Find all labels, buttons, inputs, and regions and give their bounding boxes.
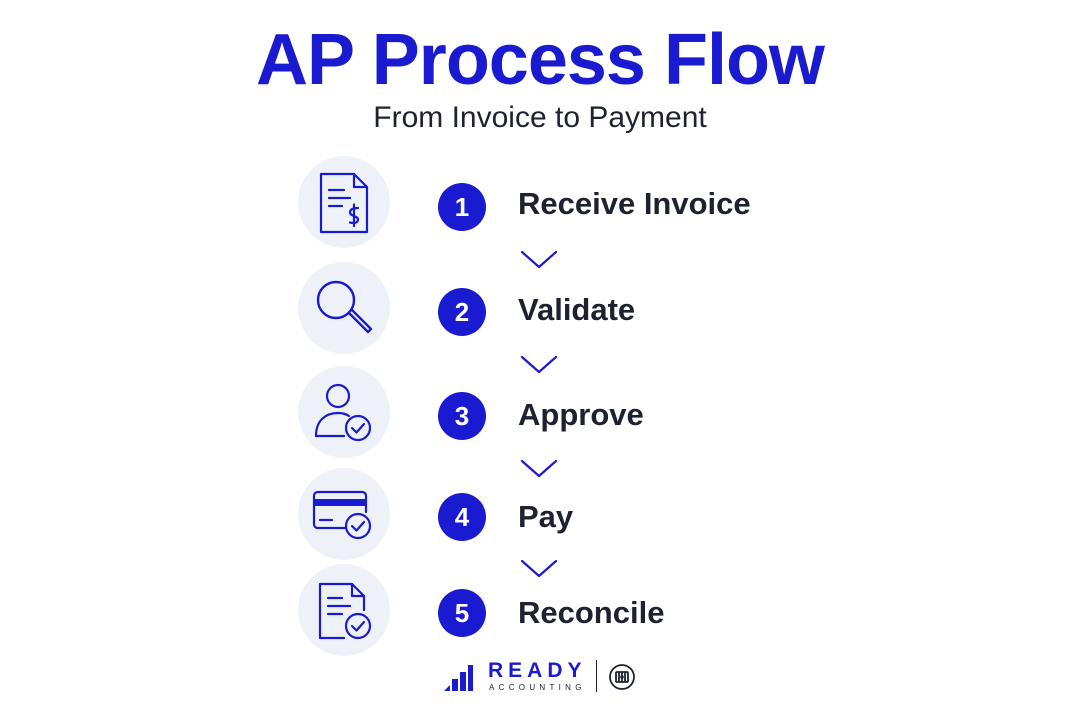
logo-name: READY	[488, 659, 587, 682]
circle-emblem-icon	[609, 664, 635, 690]
logo-tagline: ACCOUNTING	[489, 683, 586, 692]
user-check-icon	[314, 383, 372, 442]
chevron-down-icon	[520, 250, 558, 269]
step-3-label: Approve	[518, 397, 644, 432]
chevron-down-icon	[520, 459, 558, 478]
step-1-label: Receive Invoice	[518, 186, 751, 221]
chevron-down-icon	[520, 559, 558, 578]
step-5-number: 5	[438, 589, 486, 637]
step-4-number: 4	[438, 493, 486, 541]
step-3-icon-circle	[298, 366, 390, 458]
step-2-icon-circle	[298, 262, 390, 354]
page-subtitle: From Invoice to Payment	[373, 101, 707, 134]
chevron-down-icon	[520, 355, 558, 374]
step-5-label: Reconcile	[518, 595, 665, 630]
step-3-number: 3	[438, 392, 486, 440]
bar-chart-icon	[444, 665, 473, 691]
step-4-label: Pay	[518, 499, 574, 534]
step-1-number: 1	[438, 183, 486, 231]
magnifying-glass-icon	[316, 280, 373, 334]
step-1-icon-circle	[298, 156, 390, 248]
credit-card-check-icon	[312, 490, 372, 540]
document-check-icon	[318, 582, 372, 640]
invoice-dollar-icon	[319, 172, 369, 234]
step-2-number: 2	[438, 288, 486, 336]
page-title: AP Process Flow	[256, 20, 825, 100]
step-5-icon-circle	[298, 564, 390, 656]
step-2-label: Validate	[518, 292, 636, 327]
step-4-icon-circle	[298, 468, 390, 560]
logo-divider	[596, 660, 597, 692]
